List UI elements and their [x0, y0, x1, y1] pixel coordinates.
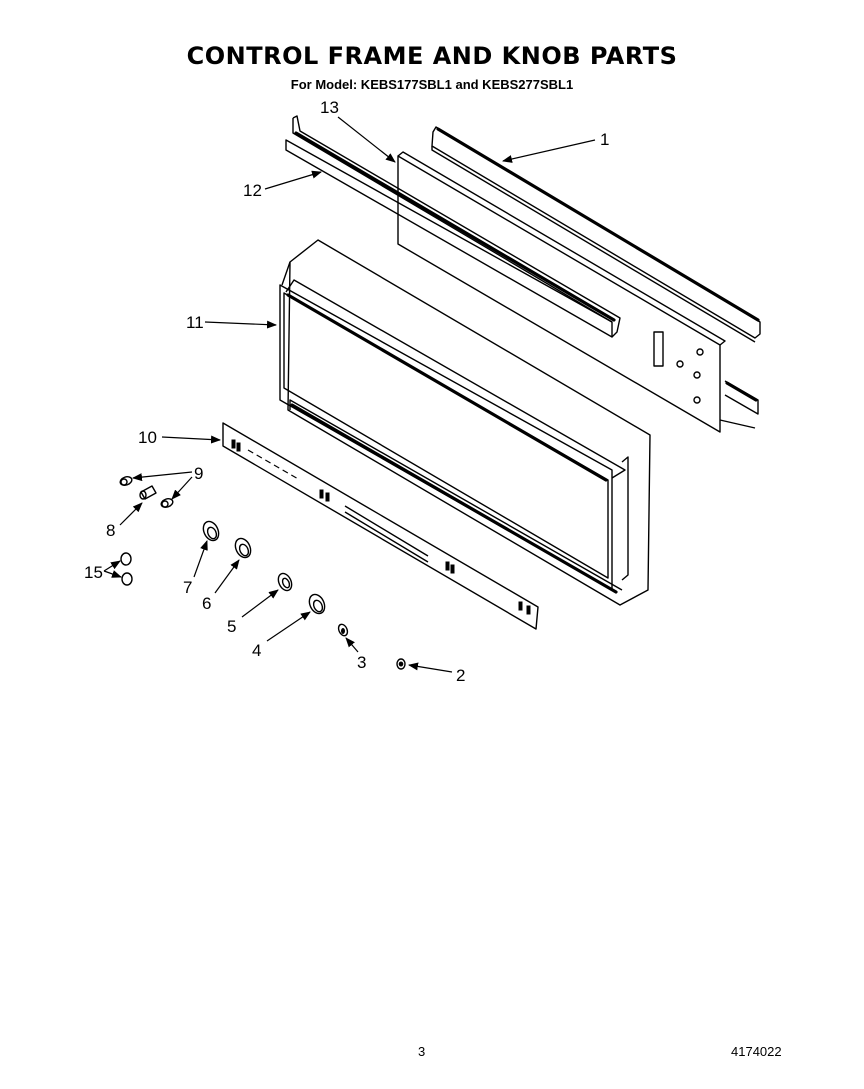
knob-5: [277, 572, 293, 592]
lower-rail-segment: [719, 380, 759, 429]
part-2-nut: [396, 658, 406, 670]
callout-8: 8: [106, 521, 115, 540]
callout-3: 3: [357, 653, 366, 672]
part-8-fitting: [139, 485, 157, 500]
callout-9: 9: [194, 464, 203, 483]
part-12-front-trim-strip: [285, 115, 621, 338]
page-number: 3: [418, 1044, 426, 1059]
callout-10: 10: [138, 428, 157, 447]
callout-13: 13: [320, 98, 339, 117]
part-10-knob-panel-strip: [222, 422, 539, 630]
callout-1: 1: [600, 130, 609, 149]
callout-2: 2: [456, 666, 465, 685]
callout-15: 15: [84, 563, 103, 582]
part-1-rear-trim-strip: [431, 126, 761, 343]
callout-4: 4: [252, 641, 261, 660]
page-title: CONTROL FRAME AND KNOB PARTS: [186, 42, 678, 70]
model-subtitle: For Model: KEBS177SBL1 and KEBS277SBL1: [290, 77, 574, 92]
callout-12: 12: [243, 181, 262, 200]
part-15-grommets: [120, 552, 133, 586]
part-11-control-frame: [279, 239, 651, 606]
callout-6: 6: [202, 594, 211, 613]
knob-3-small: [337, 623, 349, 637]
callout-7: 7: [183, 578, 192, 597]
part-9-fitting-lower: [160, 498, 174, 508]
document-number: 4174022: [731, 1044, 782, 1059]
callout-5: 5: [227, 617, 236, 636]
knob-6: [234, 537, 252, 559]
leader-lines: [103, 116, 596, 673]
knob-4: [308, 593, 326, 615]
part-9-fitting-upper: [119, 476, 133, 486]
knob-7: [202, 520, 220, 542]
callout-11: 11: [186, 313, 204, 332]
